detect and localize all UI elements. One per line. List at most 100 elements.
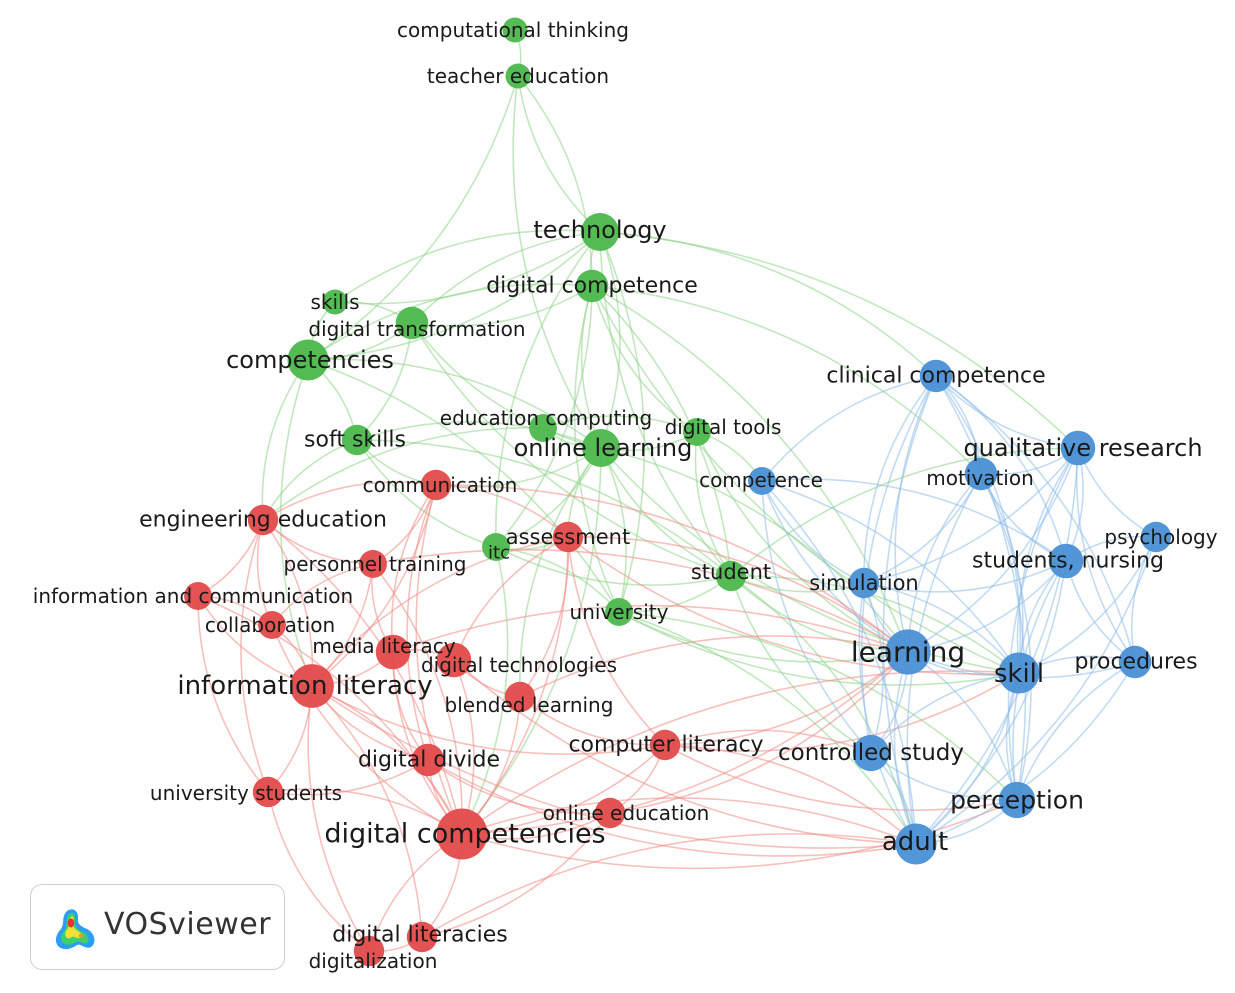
- label-computer-literacy: computer literacy: [568, 733, 763, 758]
- link-qualitative_research-skill: [1016, 447, 1079, 674]
- node-competencies[interactable]: [287, 339, 329, 381]
- node-clinical-competence[interactable]: [919, 359, 953, 393]
- node-digital-competence[interactable]: [575, 269, 609, 303]
- node-student[interactable]: [715, 560, 747, 592]
- link-computer_literacy-skill: [664, 672, 1020, 752]
- link-online_learning-student: [600, 447, 732, 577]
- link-clinical_competence-simulation: [863, 375, 937, 584]
- node-blended-learning[interactable]: [504, 681, 536, 713]
- link-clinical_competence-qualitative_research: [935, 375, 1079, 449]
- link-communication-media_literacy: [390, 484, 437, 653]
- label-simulation: simulation: [809, 571, 918, 595]
- node-media-literacy[interactable]: [375, 634, 411, 670]
- link-assessment-blended_learning: [519, 536, 570, 698]
- link-procedures-perception: [1016, 661, 1136, 801]
- node-information-literacy[interactable]: [290, 664, 334, 708]
- node-digital-competencies[interactable]: [436, 808, 488, 860]
- label-digital-competencies: digital competencies: [324, 819, 605, 850]
- link-clinical_competence-learning: [894, 375, 937, 653]
- link-simulation-skill: [863, 582, 1020, 674]
- node-digital-tools[interactable]: [683, 418, 711, 446]
- node-procedures[interactable]: [1118, 645, 1152, 679]
- node-university[interactable]: [605, 598, 633, 626]
- link-competence-adult: [761, 480, 917, 845]
- link-media_literacy-learning: [392, 604, 909, 653]
- node-psychology[interactable]: [1140, 521, 1172, 553]
- link-itc-student: [495, 546, 732, 586]
- label-media-literacy: media literacy: [312, 634, 455, 658]
- link-qualitative_research-learning: [907, 447, 1079, 653]
- node-computational-thinking[interactable]: [502, 17, 528, 43]
- link-competencies-online_learning: [307, 358, 602, 449]
- link-communication-digital_divide: [406, 484, 437, 761]
- link-online_learning-university: [600, 447, 627, 613]
- node-digital-literacies[interactable]: [406, 921, 438, 953]
- node-adult[interactable]: [895, 823, 937, 865]
- node-communication[interactable]: [420, 469, 452, 501]
- link-learning-perception: [907, 651, 1018, 801]
- node-education-computing[interactable]: [529, 414, 557, 442]
- node-collaboration[interactable]: [258, 611, 286, 639]
- link-competence-controlled_study: [761, 480, 872, 754]
- link-clinical_competence-skill: [935, 375, 1022, 674]
- link-competencies-university: [307, 359, 620, 613]
- link-assessment-information_literacy: [311, 536, 569, 687]
- label-procedures: procedures: [1074, 650, 1197, 675]
- node-university-students[interactable]: [252, 776, 284, 808]
- node-personnel-training[interactable]: [359, 550, 387, 578]
- node-technology[interactable]: [581, 213, 619, 251]
- node-itc[interactable]: [482, 533, 510, 561]
- link-digital_competence-digital_tools: [591, 285, 698, 433]
- label-digital-tools: digital tools: [665, 415, 782, 439]
- node-soft-skills[interactable]: [341, 424, 373, 456]
- link-collaboration-digital_competencies: [271, 624, 463, 835]
- node-digitalization[interactable]: [353, 935, 385, 967]
- node-controlled-study[interactable]: [852, 734, 890, 772]
- link-personnel_training-digital_competencies: [372, 563, 463, 835]
- link-digital_competencies-perception: [461, 799, 1018, 870]
- node-skill[interactable]: [998, 652, 1040, 694]
- node-online-learning[interactable]: [582, 429, 620, 467]
- label-information-literacy: information literacy: [177, 671, 432, 701]
- link-clinical_competence-procedures: [935, 375, 1136, 663]
- link-digital_transformation-online_learning: [411, 322, 602, 449]
- node-learning[interactable]: [885, 629, 931, 675]
- node-information-and-communication[interactable]: [184, 582, 212, 610]
- link-university_students-digitalization: [267, 791, 370, 952]
- label-digital-divide: digital divide: [358, 748, 500, 773]
- node-qualitative-research[interactable]: [1060, 430, 1096, 466]
- node-engineering-education[interactable]: [247, 504, 279, 536]
- label-computational-thinking: computational thinking: [397, 18, 629, 42]
- link-teacher_education-technology: [517, 75, 601, 233]
- label-student: student: [691, 560, 771, 584]
- link-skill-adult: [915, 672, 1020, 845]
- link-simulation-adult: [858, 582, 917, 845]
- link-learning-adult: [893, 651, 917, 845]
- label-communication: communication: [363, 473, 518, 497]
- label-digital-competence: digital competence: [486, 274, 698, 299]
- link-digital_competencies-adult: [461, 797, 917, 845]
- link-assessment-skill: [567, 536, 1020, 675]
- node-skills[interactable]: [322, 289, 348, 315]
- node-motivation[interactable]: [964, 457, 998, 491]
- label-skills: skills: [310, 290, 359, 314]
- link-computer_literacy-adult: [664, 744, 917, 845]
- node-assessment[interactable]: [552, 521, 584, 553]
- link-communication-engineering_education: [262, 481, 437, 521]
- node-digital-transformation[interactable]: [395, 306, 429, 340]
- node-digital-technologies[interactable]: [436, 642, 472, 678]
- node-online-education[interactable]: [594, 797, 626, 829]
- node-students-nursing[interactable]: [1048, 543, 1084, 579]
- node-perception[interactable]: [998, 781, 1036, 819]
- label-digital-technologies: digital technologies: [421, 653, 617, 677]
- link-student-controlled_study: [730, 575, 872, 754]
- label-digital-transformation: digital transformation: [308, 317, 525, 341]
- node-computer-literacy[interactable]: [649, 729, 681, 761]
- link-information_literacy-digitalization: [307, 685, 370, 952]
- node-teacher-education[interactable]: [505, 63, 531, 89]
- node-competence[interactable]: [748, 467, 776, 495]
- node-digital-divide[interactable]: [411, 743, 445, 777]
- node-simulation[interactable]: [848, 567, 880, 599]
